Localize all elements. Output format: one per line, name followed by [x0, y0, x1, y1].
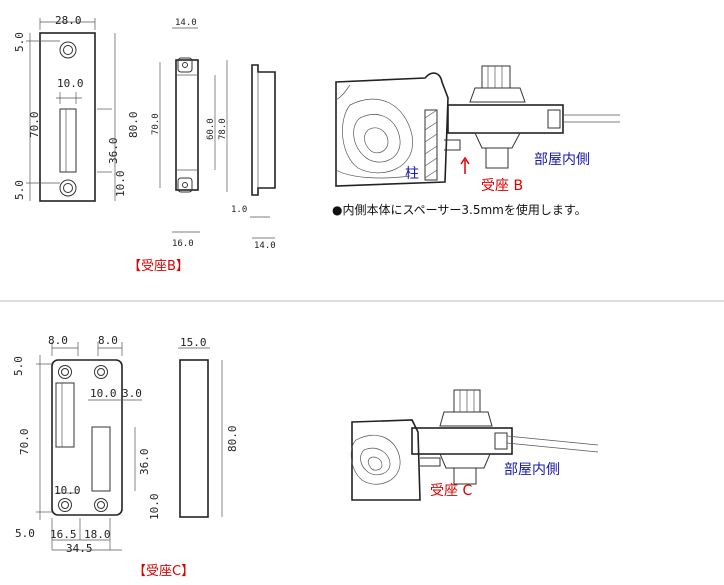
pillar-label: 柱 [405, 166, 419, 182]
strike-b-slot-width-dim: 10.0 [57, 77, 84, 90]
strike-c-side-body [179, 359, 209, 518]
lock-body-b [447, 104, 564, 134]
strike-b-height-dim: 70.0 [28, 112, 41, 139]
strike-b-section-flange-dim: 1.0 [231, 205, 247, 215]
strike-c-height-dim: 70.0 [18, 429, 31, 456]
strike-c-slot-length-dim: 36.0 [138, 449, 151, 476]
lock-body-c [411, 427, 513, 455]
strike-b-bottom-offset-dim: 5.0 [13, 180, 26, 200]
strike-c-slot-width-dim: 10.0 [90, 387, 117, 400]
strike-c-slot-gap-dim: 3.0 [122, 387, 142, 400]
strike-c-side-top-dim: 15.0 [180, 336, 207, 349]
strike-c-slot-right [91, 426, 111, 492]
strike-b-section-bottom-dim: 14.0 [254, 241, 276, 251]
strike-c-top-offset-dim: 5.0 [12, 356, 25, 376]
strike-b-side-bottom-dim: 16.0 [172, 239, 194, 249]
strike-b-label: 受座 B [481, 178, 523, 194]
strike-b-side-body [175, 59, 199, 191]
strike-b-side-h3-dim: 78.0 [218, 118, 228, 140]
strike-b-section-body [251, 64, 276, 196]
strike-b-top-offset-dim: 5.0 [13, 32, 26, 52]
strike-c-w2-dim: 18.0 [84, 528, 111, 541]
strike-b-front-view: 28.0 10.0 5.0 70.0 5.0 80.0 36.0 10.0 [13, 14, 140, 202]
strike-b-side-h1-dim: 70.0 [151, 113, 161, 135]
strike-c-slot-left [55, 382, 75, 448]
strike-c-side-view: 15.0 80.0 [178, 336, 239, 518]
strike-c-side-height-dim: 80.0 [226, 426, 239, 453]
strike-c-bottom-offset-dim: 5.0 [15, 527, 35, 540]
strike-b-side-top-dim: 14.0 [175, 18, 197, 28]
strike-b-slot-length-dim: 36.0 [107, 138, 120, 165]
strike-c-total-width-dim: 34.5 [66, 542, 93, 555]
strike-c-assembly-diagram [350, 389, 599, 501]
strike-c-hole-x2-dim: 8.0 [98, 334, 118, 347]
strike-c-front-view: 8.0 8.0 10.0 3.0 5.0 70.0 5.0 10.0 36.0 … [12, 334, 161, 555]
strike-b-bottom-gap-dim: 10.0 [114, 171, 127, 198]
strike-c-slot2-width-dim: 10.0 [54, 484, 81, 497]
strike-b-bottom-hole [59, 179, 77, 197]
strike-c-plate-outline [51, 359, 123, 516]
spacer-note: ●内側本体にスペーサー3.5mmを使用します。 [332, 202, 587, 217]
pillar-c-outline [351, 419, 421, 501]
strike-b-width-dim: 28.0 [55, 14, 82, 27]
strike-b-plate-outline [39, 32, 96, 202]
strike-c-w1-dim: 16.5 [50, 528, 77, 541]
room-side-label-c: 部屋内側 [504, 462, 560, 478]
strike-c-caption: 【受座C】 [133, 564, 194, 579]
strike-b-slot [59, 108, 77, 173]
room-side-label-b: 部屋内側 [534, 152, 590, 168]
knob-b [481, 65, 511, 89]
strike-c-hole-x1-dim: 8.0 [48, 334, 68, 347]
strike-b-assembly-diagram [335, 65, 620, 187]
strike-b-total-dim: 80.0 [127, 112, 140, 139]
strike-c-bottom-gap-dim: 10.0 [148, 494, 161, 521]
pillar-b-hatched-strike [424, 109, 438, 181]
strike-b-side-view: 14.0 70.0 60.0 78.0 16.0 [151, 18, 228, 249]
strike-b-side-h2-dim: 60.0 [206, 118, 216, 140]
strike-b-section-view: 1.0 14.0 [231, 64, 276, 251]
strike-b-top-hole [59, 41, 77, 59]
strike-c-label: 受座 C [430, 483, 472, 499]
strike-b-caption: 【受座B】 [128, 259, 189, 274]
pillar-b-outline [335, 72, 449, 187]
